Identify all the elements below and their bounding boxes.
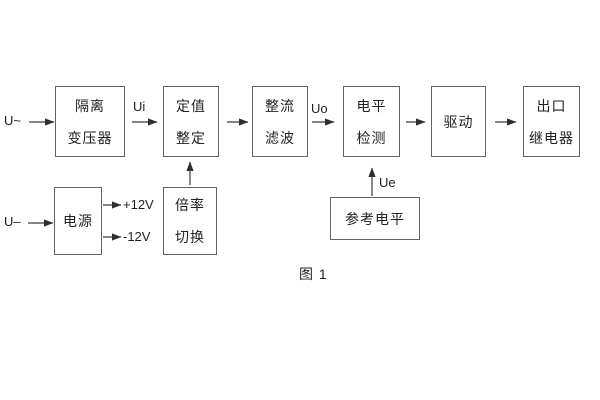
block-label-line1: 出口	[536, 97, 567, 114]
block-driver: 驱动	[431, 86, 486, 157]
block-isolation-transformer: 隔离 变压器	[55, 86, 125, 157]
block-label-line2: 切换	[175, 229, 205, 245]
block-label-line2: 继电器	[529, 129, 574, 146]
label-signal-uo: Uo	[311, 101, 328, 116]
block-ratio-switch: 倍率 切换	[163, 187, 217, 255]
block-label: 电源	[63, 213, 93, 229]
label-signal-ui: Ui	[133, 99, 146, 114]
label-signal-ue: Ue	[379, 175, 396, 190]
block-level-detect: 电平 检测	[343, 86, 400, 157]
block-label: 驱动	[443, 113, 474, 130]
block-label-line2: 滤波	[265, 129, 295, 146]
block-power-supply: 电源	[54, 187, 102, 255]
block-label-line1: 整流	[265, 97, 295, 114]
block-label-line1: 隔离	[75, 97, 105, 114]
block-output-relay: 出口 继电器	[523, 86, 580, 157]
label-ac-input: U~	[4, 113, 21, 128]
block-label-line2: 检测	[356, 129, 387, 146]
label-plus-12v: +12V	[123, 197, 154, 212]
block-label-line1: 倍率	[175, 197, 205, 213]
block-reference-level: 参考电平	[330, 197, 420, 240]
figure-caption: 图 1	[299, 266, 328, 282]
block-rectify-filter: 整流 滤波	[252, 86, 308, 157]
block-setting-adjust: 定值 整定	[163, 86, 219, 157]
label-dc-input: U–	[4, 214, 21, 229]
label-minus-12v: -12V	[123, 229, 151, 244]
block-label: 参考电平	[345, 210, 405, 227]
block-label-line1: 电平	[356, 97, 387, 114]
block-label-line2: 变压器	[67, 129, 113, 146]
block-label-line1: 定值	[176, 97, 206, 114]
block-label-line2: 整定	[176, 129, 206, 146]
